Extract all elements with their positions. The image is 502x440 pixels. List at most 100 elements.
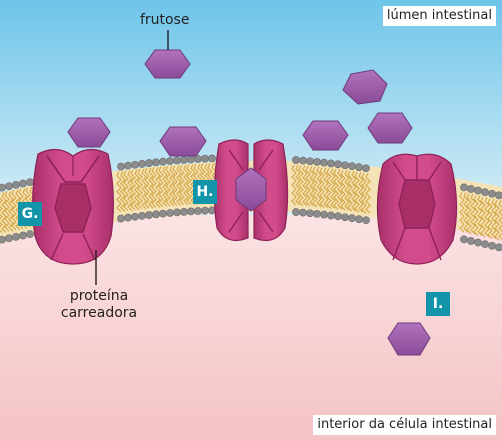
phospholipid-head: [355, 163, 363, 172]
phospholipid-head: [166, 209, 174, 217]
lipid-tail: [463, 192, 469, 233]
lipid-tail: [302, 165, 308, 207]
phospholipid-head: [152, 158, 160, 167]
phospholipid-heads: [0, 154, 502, 252]
phospholipid-head: [117, 162, 125, 171]
lipid-tail: [165, 165, 171, 207]
phospholipid-head: [495, 191, 502, 200]
lipid-tail: [116, 171, 122, 212]
fructose-label: frutose: [140, 12, 190, 28]
phospholipid-head: [334, 212, 342, 221]
phospholipid-head: [159, 157, 167, 166]
lipid-tail: [358, 171, 364, 213]
phospholipid-head: [306, 157, 314, 166]
lipid-tail: [4, 190, 10, 232]
fructose-molecule: [144, 49, 191, 79]
phospholipid-head: [131, 160, 139, 169]
phospholipid-head: [145, 211, 153, 219]
marker-i: I.: [426, 292, 450, 316]
phospholipid-head: [173, 208, 181, 217]
lipid-tail: [477, 195, 483, 236]
phospholipid-head: [159, 209, 167, 218]
lipid-tail: [183, 164, 189, 206]
lipid-tail: [130, 169, 136, 211]
lipid-tail: [179, 164, 185, 206]
marker-g: G.: [18, 202, 42, 226]
lipid-tail: [480, 196, 486, 238]
lipid-tail: [340, 169, 346, 211]
lipid-tail: [144, 167, 150, 209]
phospholipid-head: [194, 207, 202, 215]
phospholipid-head: [180, 207, 188, 216]
fructose-molecule: [342, 69, 388, 105]
lipid-tail: [169, 165, 175, 207]
phospholipid-head: [138, 211, 146, 220]
phospholipid-head: [26, 230, 34, 239]
lipid-tail: [491, 198, 497, 240]
phospholipid-head: [138, 159, 146, 168]
fructose-molecule-in-transit: [235, 167, 267, 212]
phospholipid-head: [152, 210, 160, 219]
lipid-tail: [333, 169, 339, 210]
phospholipid-head: [201, 206, 209, 215]
phospholipid-head: [460, 235, 468, 244]
phospholipid-head: [187, 207, 195, 216]
lipid-tail: [123, 170, 129, 212]
carrier-label-line1: proteína: [69, 288, 129, 304]
lipid-tail: [494, 200, 500, 241]
phospholipid-head: [5, 234, 13, 243]
phospholipid-head: [327, 211, 335, 220]
carrier-protein-i: [376, 153, 458, 265]
lipid-tail: [337, 169, 343, 210]
phospholipid-head: [19, 231, 27, 240]
lipid-tail: [487, 198, 493, 240]
phospholipid-head: [299, 208, 307, 217]
marker-h: H.: [193, 180, 217, 204]
lipid-tail: [305, 165, 311, 207]
lipid-tail: [176, 165, 182, 206]
phospholipid-head: [12, 180, 20, 189]
lipid-tail: [365, 172, 371, 214]
lipid-tail: [309, 165, 315, 207]
phospholipid-head: [187, 155, 195, 164]
lipid-tail: [484, 196, 490, 238]
phospholipid-head: [355, 215, 363, 224]
phospholipid-head: [201, 154, 209, 163]
phospholipid-head: [488, 241, 496, 250]
lipid-tail: [312, 166, 318, 208]
phospholipid-head: [313, 210, 321, 218]
lumen-label: lúmen intestinal: [382, 6, 496, 26]
phospholipid-head: [0, 183, 6, 192]
lipid-tail: [186, 164, 192, 205]
lipid-tail: [127, 170, 133, 212]
phospholipid-head: [481, 240, 489, 249]
lipid-tail: [361, 172, 367, 214]
fructose-molecule: [387, 322, 431, 356]
phospholipid-head: [26, 178, 34, 187]
phospholipid-head: [460, 183, 468, 192]
phospholipid-head: [341, 213, 349, 222]
phospholipid-head: [488, 189, 496, 198]
lipid-tail: [151, 167, 157, 208]
lipid-tail: [11, 189, 17, 231]
lipid-tail: [291, 164, 297, 206]
lipid-tail: [466, 193, 472, 235]
lipid-tail: [347, 170, 353, 212]
lipid-tail: [323, 167, 329, 209]
lipid-tail: [120, 171, 126, 212]
phospholipid-head: [124, 213, 132, 222]
lipid-tail: [351, 170, 357, 212]
phospholipid-head: [495, 243, 502, 252]
phospholipid-head: [173, 156, 181, 165]
phospholipid-head: [5, 182, 13, 191]
lipid-tail: [459, 192, 465, 233]
phospholipid-head: [306, 209, 314, 218]
phospholipid-head: [208, 154, 216, 163]
lipid-tail: [298, 165, 304, 207]
fructose-molecule: [302, 120, 349, 151]
phospholipid-head: [348, 214, 356, 223]
phospholipid-head: [474, 238, 482, 247]
carrier-protein-h: [213, 139, 289, 241]
fructose-molecule: [367, 112, 413, 144]
